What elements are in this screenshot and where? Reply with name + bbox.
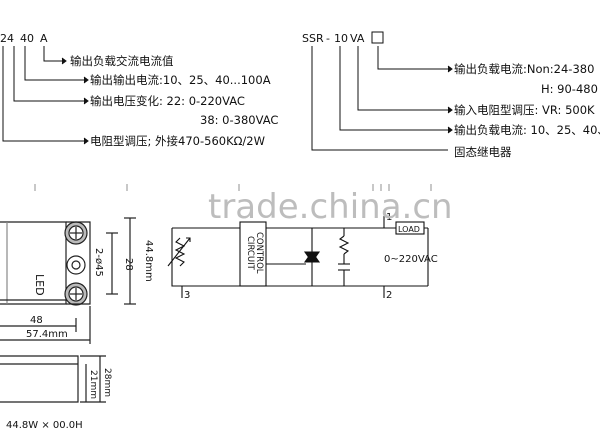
leader-value (24, 46, 84, 81)
control-line-2: CIRCUIT (245, 236, 255, 271)
mechanical-labels: 44.8mm 28 2-ø45 LED 48 57.4mm 28mm 21mm … (6, 240, 154, 431)
r-leader-current (339, 46, 448, 131)
r-leader-box (377, 46, 448, 70)
control-line-1: CONTROL (254, 232, 264, 274)
leader-arrow-2 (83, 76, 89, 84)
mechanical-drawing (0, 217, 136, 403)
r-leader-prefix (311, 46, 448, 151)
terminal-1-label: 1 (386, 212, 392, 223)
mounting-hole (66, 255, 86, 275)
terminal-screw-bottom (64, 282, 88, 306)
r-arrow-2 (447, 106, 453, 114)
potentiometer-icon (167, 237, 191, 267)
right-note-5: 固态继电器 (454, 145, 512, 159)
left-note-4: 38: 0-380VAC (200, 113, 278, 127)
terminal-screw-top (64, 221, 88, 245)
terminal-3-label: 3 (184, 290, 190, 301)
right-note-4: 输出负载电流: 10、25、40、5 (454, 123, 600, 137)
left-code-value: 40 (20, 32, 34, 45)
circuit-labels: CONTROL CIRCUIT LOAD 0~220VAC 3 2 1 (184, 212, 438, 301)
right-code-letters: VA (350, 32, 365, 45)
dim-holes-label: 2-ø45 (93, 248, 104, 277)
faded-band-marks (34, 184, 432, 191)
terminal-2-label: 2 (386, 290, 392, 301)
leader-prefix-a (13, 46, 84, 102)
circuit-frame (171, 227, 428, 287)
r-leader-letters (357, 46, 448, 111)
control-circuit-box (239, 221, 267, 287)
r-arrow-3 (447, 126, 453, 134)
left-code-suffix: A (40, 32, 48, 45)
led-label: LED (33, 274, 46, 296)
dim-side-height2-label: 21mm (88, 370, 98, 399)
leader-suffix (43, 46, 62, 62)
voltage-label: 0~220VAC (384, 254, 438, 265)
left-note-2: 输出输出电流:10、25、40...100A (90, 73, 271, 87)
side-view-outline (0, 355, 79, 403)
triac-icon (266, 228, 321, 286)
left-code-breakdown: 24 40 A (0, 32, 89, 145)
left-notes: 输出负载交流电流值 输出输出电流:10、25、40...100A 输出电压变化:… (70, 54, 278, 148)
right-code-box (371, 31, 384, 44)
dim-height-label: 44.8mm (143, 240, 154, 282)
right-notes: 输出负载电流:Non:24-380 H: 90-480 输入电阻型调压: VR:… (454, 62, 600, 159)
body-outline (0, 221, 67, 305)
leader-arrow-3 (83, 97, 89, 105)
dim-inner-height-label: 28 (123, 258, 134, 271)
right-note-2: H: 90-480 (541, 82, 598, 96)
left-note-1: 输出负载交流电流值 (70, 54, 174, 68)
leader-arrow-1 (61, 57, 67, 65)
dim-total-width-label: 57.4mm (26, 329, 68, 340)
leader-arrow-4 (83, 137, 89, 145)
left-note-5: 电阻型调压; 外接470-560KΩ/2W (90, 134, 265, 148)
dim-bottom-label: 44.8W × 00.0H (6, 420, 83, 431)
leader-prefix-b (2, 46, 84, 142)
load-label: LOAD (398, 225, 420, 234)
left-code-prefix: 24 (0, 32, 14, 45)
load-box (395, 221, 425, 235)
terminal-bracket (66, 221, 91, 305)
dim-width-label: 48 (30, 315, 43, 326)
snubber-icon (338, 228, 350, 286)
right-code-current: 10 (334, 32, 348, 45)
left-note-3: 输出电压变化: 22: 0-220VAC (90, 94, 245, 108)
right-note-3: 输入电阻型调压: VR: 500K (454, 103, 595, 117)
right-code-sep: - (326, 32, 330, 45)
r-arrow-1 (447, 65, 453, 73)
right-code-prefix: SSR (302, 32, 324, 45)
watermark: trade.china.cn (208, 187, 453, 227)
circuit-diagram (167, 216, 429, 298)
dim-side-height1-label: 28mm (102, 368, 112, 397)
right-note-1: 输出负载电流:Non:24-380 (454, 62, 594, 76)
right-code-breakdown: SSR - 10 VA (302, 31, 453, 151)
